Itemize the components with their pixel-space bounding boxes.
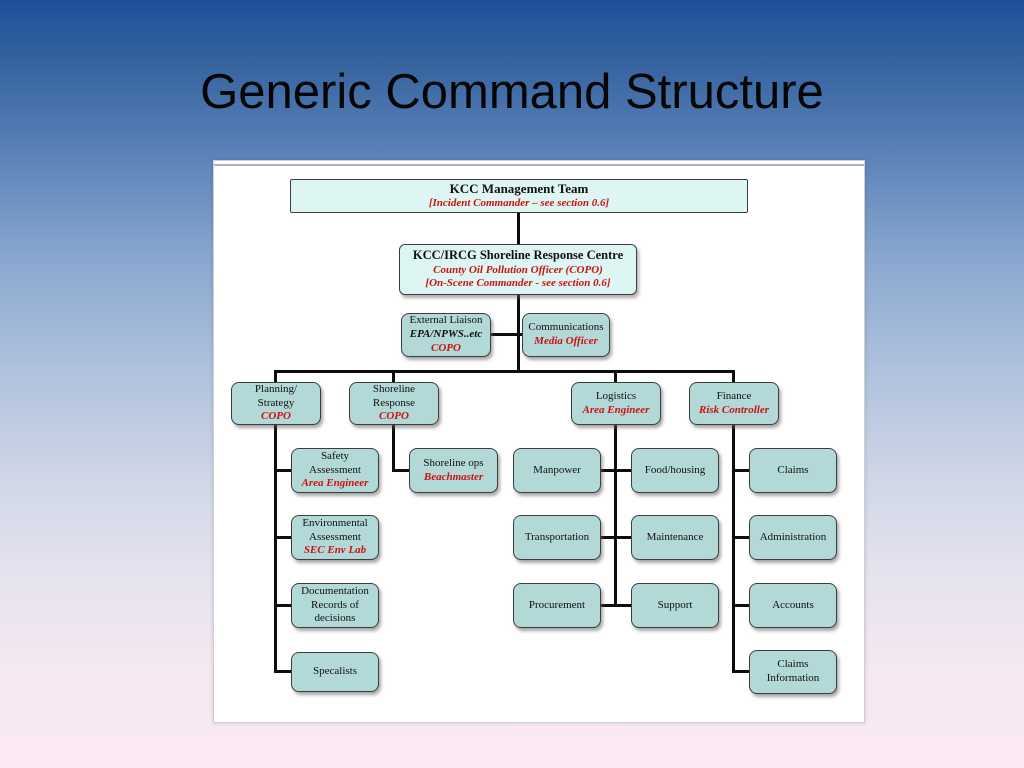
connector-line: [491, 333, 522, 336]
node-title: KCC Management Team: [449, 181, 589, 196]
panel-top-rule: [214, 164, 864, 166]
connector-line: [735, 670, 749, 673]
node-food-housing: Food/housing: [631, 448, 719, 493]
node-title: Maintenance: [646, 530, 704, 543]
connector-line: [277, 469, 291, 472]
node-title: Planning/ Strategy: [254, 382, 298, 409]
node-specialists: Specalists: [291, 652, 379, 692]
node-subtitle: SEC Env Lab: [303, 544, 367, 557]
org-chart-panel: KCC Management Team [Incident Commander …: [213, 160, 865, 723]
connector-line: [277, 670, 291, 673]
connector-line: [277, 536, 291, 539]
node-shoreline-response: Shoreline Response COPO: [349, 382, 439, 425]
node-logistics: Logistics Area Engineer: [571, 382, 661, 425]
node-title: Shoreline ops: [423, 456, 484, 469]
connector-line: [735, 536, 749, 539]
node-subtitle: Beachmaster: [423, 470, 484, 483]
node-title: Food/housing: [644, 463, 706, 476]
node-subtitle: COPO: [431, 341, 461, 354]
connector-line: [517, 213, 520, 244]
node-claims: Claims: [749, 448, 837, 493]
node-shoreline-response-centre: KCC/IRCG Shoreline Response Centre Count…: [399, 244, 637, 295]
connector-line: [617, 604, 631, 607]
node-subtitle: Area Engineer: [301, 477, 369, 490]
node-title: External Liaison: [409, 314, 483, 327]
node-title: Environmental Assessment: [302, 516, 368, 543]
node-title: Shoreline Response: [372, 382, 416, 409]
node-documentation: Documentation Records of decisions: [291, 583, 379, 628]
connector-line: [274, 425, 277, 673]
connector-line: [277, 604, 291, 607]
node-subtitle: [Incident Commander – see section 0.6]: [428, 197, 610, 210]
node-title: Procurement: [528, 598, 586, 611]
node-maintenance: Maintenance: [631, 515, 719, 560]
node-communications: Communications Media Officer: [522, 313, 610, 357]
connector-line: [395, 469, 409, 472]
connector-line: [601, 469, 614, 472]
connector-line: [735, 469, 749, 472]
connector-line: [392, 372, 395, 382]
connector-line: [601, 536, 614, 539]
node-title: Logistics: [595, 389, 637, 402]
node-title: Support: [657, 598, 693, 611]
node-title: Claims Information: [766, 658, 820, 684]
node-subtitle: County Oil Pollution Officer (COPO): [433, 263, 603, 276]
node-manpower: Manpower: [513, 448, 601, 493]
node-subtitle: Risk Controller: [699, 403, 769, 416]
node-title: KCC/IRCG Shoreline Response Centre: [412, 247, 624, 262]
node-subtitle: Area Engineer: [582, 403, 650, 416]
node-external-liaison: External Liaison EPA/NPWS..etc COPO: [401, 313, 491, 357]
node-accounts: Accounts: [749, 583, 837, 628]
node-title: Transportation: [524, 530, 590, 543]
node-shoreline-ops: Shoreline ops Beachmaster: [409, 448, 498, 493]
node-transportation: Transportation: [513, 515, 601, 560]
node-support: Support: [631, 583, 719, 628]
node-planning-strategy: Planning/ Strategy COPO: [231, 382, 321, 425]
connector-line: [614, 425, 617, 607]
node-subtitle: COPO: [379, 410, 409, 423]
node-administration: Administration: [749, 515, 837, 560]
connector-line: [392, 425, 395, 472]
node-title: Specalists: [313, 665, 357, 678]
connector-line: [617, 469, 631, 472]
node-title: Claims: [777, 463, 809, 476]
node-title: Administration: [759, 530, 827, 543]
node-subtitle: EPA/NPWS..etc: [409, 328, 483, 341]
node-subtitle: Media Officer: [534, 335, 598, 347]
node-finance: Finance Risk Controller: [689, 382, 779, 425]
node-procurement: Procurement: [513, 583, 601, 628]
node-kcc-management-team: KCC Management Team [Incident Commander …: [290, 179, 748, 213]
node-title: Documentation Records of decisions: [301, 584, 369, 625]
node-subtitle: COPO: [261, 410, 291, 423]
connector-line: [274, 372, 277, 382]
node-environmental-assessment: Environmental Assessment SEC Env Lab: [291, 515, 379, 560]
slide-title: Generic Command Structure: [200, 65, 824, 119]
node-claims-information: Claims Information: [749, 650, 837, 694]
node-title: Manpower: [533, 463, 581, 476]
node-title: Safety Assessment: [309, 449, 361, 476]
node-title: Accounts: [772, 598, 814, 611]
connector-line: [614, 372, 617, 382]
node-title: Finance: [716, 389, 752, 402]
connector-line: [735, 604, 749, 607]
connector-line: [732, 425, 735, 673]
connector-line: [732, 372, 735, 382]
connector-line: [601, 604, 614, 607]
node-safety-assessment: Safety Assessment Area Engineer: [291, 448, 379, 493]
node-subtitle: [On-Scene Commander - see section 0.6]: [425, 277, 611, 290]
connector-line: [274, 370, 735, 373]
node-title: Communications: [528, 321, 604, 334]
connector-line: [617, 536, 631, 539]
